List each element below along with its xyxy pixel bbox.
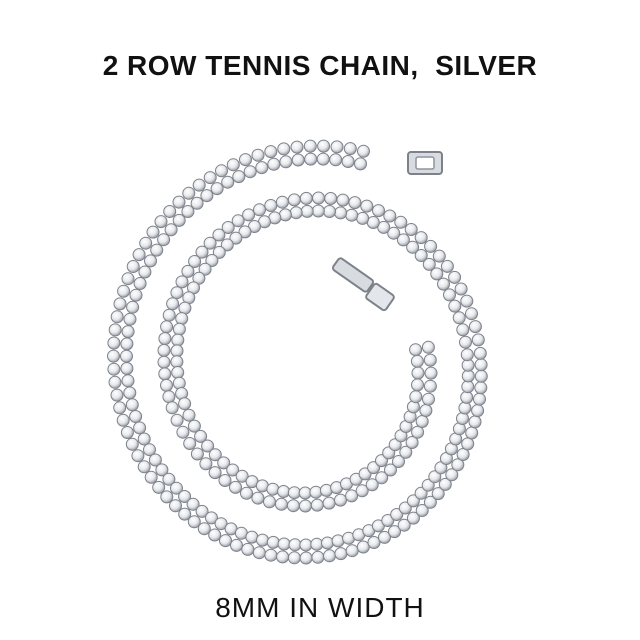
- outer-clasp: [407, 151, 443, 175]
- tennis-chain-necklace-icon: [107, 139, 488, 565]
- width-caption: 8MM IN WIDTH: [215, 592, 425, 623]
- product-title: 2 ROW TENNIS CHAIN, SILVER: [102, 50, 538, 81]
- inner-clasp: [331, 257, 395, 312]
- chain-links: [107, 139, 488, 565]
